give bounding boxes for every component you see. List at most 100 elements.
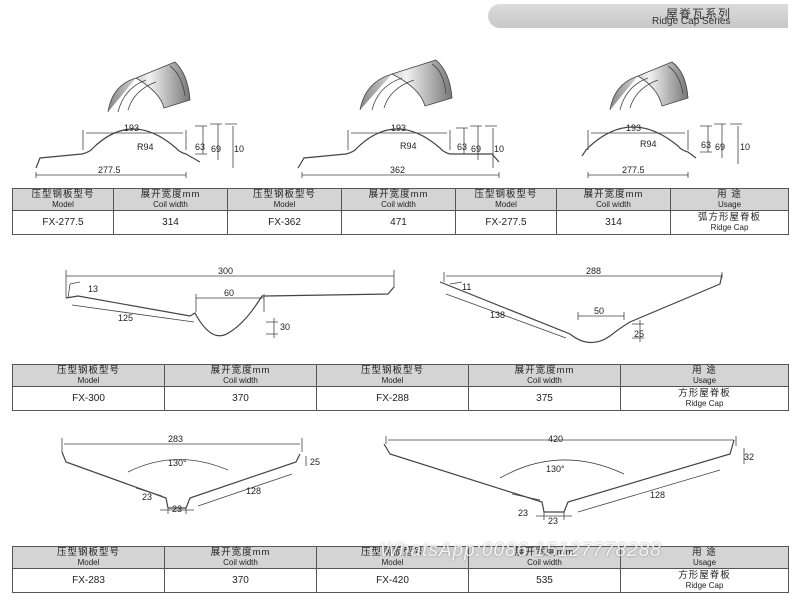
usage-en: Ridge Cap [710,222,749,232]
dim-v3-top: 283 [168,434,183,444]
dim-v3-a: 23 [142,492,152,502]
header-title-en: Ridge Cap Series [652,16,731,27]
usage-cn: 弧方形屋脊板 [697,211,761,223]
profile-1-outline [35,123,237,178]
dim-p3-total: 277.5 [622,165,645,175]
dim-v4-slope: 128 [650,490,665,500]
dim-p1-w: 193 [124,123,139,133]
cell: FX-288 [376,392,409,404]
cell: 375 [536,392,553,404]
dim-v2-left: 11 [462,282,471,292]
dim-v1-slope: 125 [118,313,133,323]
cell: FX-277.5 [485,216,527,228]
dim-v1-left: 13 [88,284,98,294]
cell: 370 [232,574,249,586]
dim-p3-h1: 63 [701,140,711,150]
table-row: FX-277.5 314 FX-362 471 FX-277.5 314 弧方形… [12,210,789,235]
cell: 314 [162,216,179,228]
dim-v3-angle: 130° [168,458,187,468]
dim-v4-b: 23 [548,516,558,526]
dim-p1-h2: 69 [211,144,221,154]
header-banner [488,4,788,28]
dim-v1-mid: 60 [224,288,234,298]
dim-p2-h2: 69 [471,144,481,154]
cell: FX-277.5 [42,216,84,228]
cell: FX-300 [72,392,105,404]
ridge-cap-sketch-3 [609,61,689,111]
profile-4-outline [65,270,395,338]
dim-v2-mid: 50 [594,306,604,316]
dim-p2-h1: 63 [457,142,467,152]
profile-3-outline [581,123,742,178]
cell: 314 [605,216,622,228]
dim-v1-depth: 30 [280,322,290,332]
dim-p3-r: R94 [640,139,657,149]
dim-v4-right: 32 [744,452,754,462]
usage-en: Ridge Cap [685,398,724,408]
profile-7-outline [383,436,745,520]
dim-p3-w: 193 [626,123,641,133]
dim-p2-w: 193 [391,123,406,133]
usage-cn: 方形屋脊板 [678,569,731,581]
cell: FX-362 [268,216,301,228]
cell: FX-420 [376,574,409,586]
dim-v2-depth: 25 [634,329,644,339]
ridge-cap-sketch-2 [359,59,453,111]
dim-p2-total: 362 [390,165,405,175]
dim-p1-h1: 63 [195,142,205,152]
cell: 471 [390,216,407,228]
dim-v4-a: 23 [518,508,528,518]
dim-p1-h3: 10 [234,144,244,154]
dim-p1-r: R94 [137,142,154,152]
ridge-cap-sketch-1 [107,61,191,113]
dim-v4-top: 420 [548,434,563,444]
profile-5-outline [439,272,723,344]
dim-p2-r: R94 [400,141,417,151]
usage-cn: 方形屋脊板 [678,387,731,399]
dim-v3-right: 25 [310,457,320,467]
watermark: WhatsApp:0086 15127778288 [380,540,662,561]
dim-p3-h3: 10 [740,142,750,152]
cell: 535 [536,574,553,586]
dim-p1-total: 277.5 [98,165,121,175]
profile-6-outline [61,438,307,514]
dim-v2-slope: 138 [490,310,505,320]
cell: FX-283 [72,574,105,586]
dim-p2-h3: 10 [494,144,504,154]
profile-2-outline [297,125,500,178]
dim-v2-top: 288 [586,266,601,276]
dim-v3-slope: 128 [246,486,261,496]
header-title-cn: 屋脊瓦系列 [666,7,732,21]
dim-p3-h2: 69 [715,142,725,152]
dim-v1-top: 300 [218,266,233,276]
dim-v4-angle: 130° [546,464,565,474]
usage-en: Ridge Cap [685,580,724,590]
cell: 370 [232,392,249,404]
dim-v3-b: 23 [172,504,182,514]
